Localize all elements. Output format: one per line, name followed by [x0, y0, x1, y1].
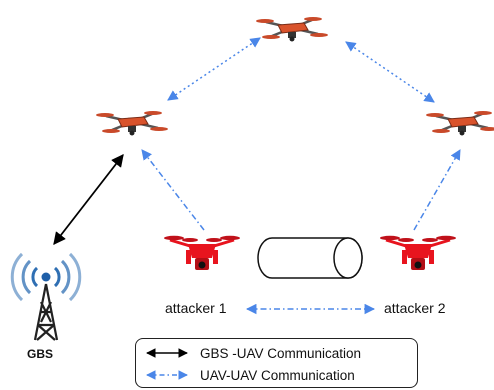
tower-icon — [10, 252, 82, 341]
attacker-1-label: attacker 1 — [165, 300, 227, 316]
legend-uav-uav-label: UAV-UAV Communication — [200, 368, 355, 383]
tunnel-icon — [257, 237, 363, 279]
drone-icon — [424, 109, 494, 137]
drone-icon — [94, 109, 170, 137]
drone-icon — [254, 15, 330, 43]
gbs-label: GBS — [27, 347, 54, 361]
uav-link-top-right — [345, 41, 435, 103]
attacker1-uplink — [141, 149, 205, 231]
attacker-2-label: attacker 2 — [384, 300, 446, 316]
dashed-arrow-icon — [146, 370, 188, 380]
attacker-drone-icon — [378, 234, 458, 272]
uav-link-left-top — [167, 37, 261, 101]
legend-row-uav-uav: UAV-UAV Communication — [136, 366, 417, 386]
gbs-uav-link — [53, 154, 124, 245]
legend-gbs-uav-label: GBS -UAV Communication — [200, 346, 362, 361]
attacker-drone-icon — [162, 234, 242, 272]
solid-arrow-icon — [146, 348, 188, 358]
attacker2-uplink — [413, 149, 461, 231]
legend-box: GBS -UAV Communication UAV-UAV Communica… — [135, 338, 418, 388]
legend-row-gbs-uav: GBS -UAV Communication — [136, 344, 417, 364]
